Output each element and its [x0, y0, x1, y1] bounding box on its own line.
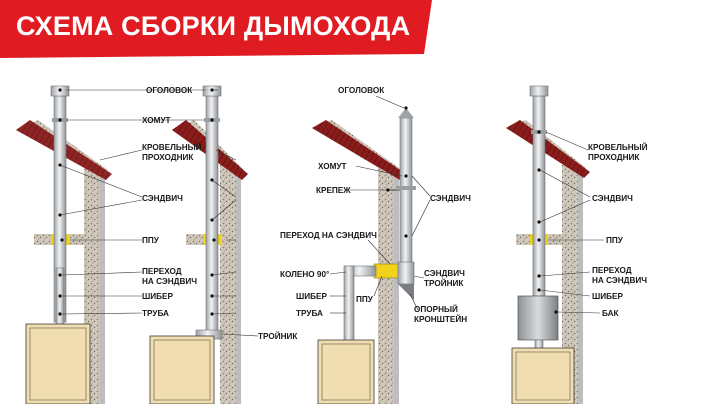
label-d4-transition-2: НА СЭНДВИЧ — [592, 276, 647, 285]
chimney-cap — [529, 85, 549, 97]
label-d3-khomut: ХОМУТ — [318, 162, 347, 171]
label-d3-sandwich-tee-1: СЭНДВИЧ — [424, 269, 465, 278]
label-khomut: ХОМУТ — [142, 116, 171, 125]
wall-board — [100, 170, 105, 404]
wall-insulation — [378, 165, 394, 404]
label-roof-pass-2: ПРОХОДНИК — [142, 153, 194, 162]
diagram-4 — [506, 85, 590, 404]
stove — [511, 347, 575, 404]
sandwich-tee — [373, 263, 401, 279]
marker-dots — [58, 88, 558, 316]
roof — [312, 120, 406, 180]
label-d3-ogolovok: ОГОЛОВОК — [338, 86, 385, 95]
label-d4-ppu: ППУ — [606, 236, 624, 245]
label-d3-truba: ТРУБА — [296, 309, 323, 318]
label-d3-koleno: КОЛЕНО 90° — [280, 270, 329, 279]
stove — [149, 335, 215, 404]
diagram-2 — [149, 85, 248, 404]
label-damper: ШИБЕР — [142, 292, 173, 301]
label-transition-1: ПЕРЕХОД — [142, 267, 182, 276]
chimney-cap — [398, 108, 414, 118]
label-d3-krepezh: КРЕПЕЖ — [316, 186, 351, 195]
diagram-3 — [312, 108, 416, 404]
label-sandwich: СЭНДВИЧ — [142, 194, 183, 203]
sandwich-pipe — [532, 95, 546, 297]
label-d3-sendvich: СЭНДВИЧ — [430, 194, 471, 203]
label-ppu: ППУ — [142, 236, 160, 245]
label-d3-shiber: ШИБЕР — [296, 292, 327, 301]
label-d4-transition-1: ПЕРЕХОД — [592, 266, 632, 275]
wall-board — [236, 170, 241, 404]
pipe — [343, 265, 355, 347]
support-bracket — [398, 284, 414, 300]
roof — [506, 120, 590, 178]
title-banner: СХЕМА СБОРКИ ДЫМОХОДА — [0, 0, 432, 58]
label-d4-roof-pass-2: ПРОХОДНИК — [588, 153, 640, 162]
wall-insulation — [220, 165, 236, 404]
label-pipe: ТРУБА — [142, 309, 169, 318]
stove — [25, 323, 91, 404]
label-d3-bracket-1: ОПОРНЫЙ — [414, 303, 458, 314]
page-title: СХЕМА СБОРКИ ДЫМОХОДА — [16, 11, 411, 41]
label-d4-bak: БАК — [602, 309, 619, 318]
diagram-1 — [16, 85, 112, 404]
stove — [317, 339, 375, 404]
label-d3-sandwich-tee-2: ТРОЙНИК — [424, 277, 464, 288]
banner-shape — [0, 0, 432, 58]
wall-board — [578, 170, 583, 404]
tank — [517, 295, 559, 341]
sandwich-pipe — [399, 117, 413, 269]
sandwich-pipe — [205, 95, 219, 337]
label-d3-ppu: ППУ — [356, 295, 374, 304]
wall-insulation — [562, 165, 578, 404]
label-d3-perekhod: ПЕРЕХОД НА СЭНДВИЧ — [280, 231, 377, 240]
label-d4-shiber: ШИБЕР — [592, 292, 623, 301]
label-d4-roof-pass-1: КРОВЕЛЬНЫЙ — [588, 141, 648, 152]
label-ogolovok: ОГОЛОВОК — [146, 86, 193, 95]
leader-lines — [59, 89, 604, 337]
wall-board — [394, 170, 399, 404]
label-roof-pass-1: КРОВЕЛЬНЫЙ — [142, 141, 202, 152]
label-d3-bracket-2: КРОНШТЕЙН — [414, 313, 467, 324]
label-tee: ТРОЙНИК — [258, 330, 298, 341]
label-transition-2: НА СЭНДВИЧ — [142, 277, 197, 286]
label-d4-sendvich: СЭНДВИЧ — [592, 194, 633, 203]
